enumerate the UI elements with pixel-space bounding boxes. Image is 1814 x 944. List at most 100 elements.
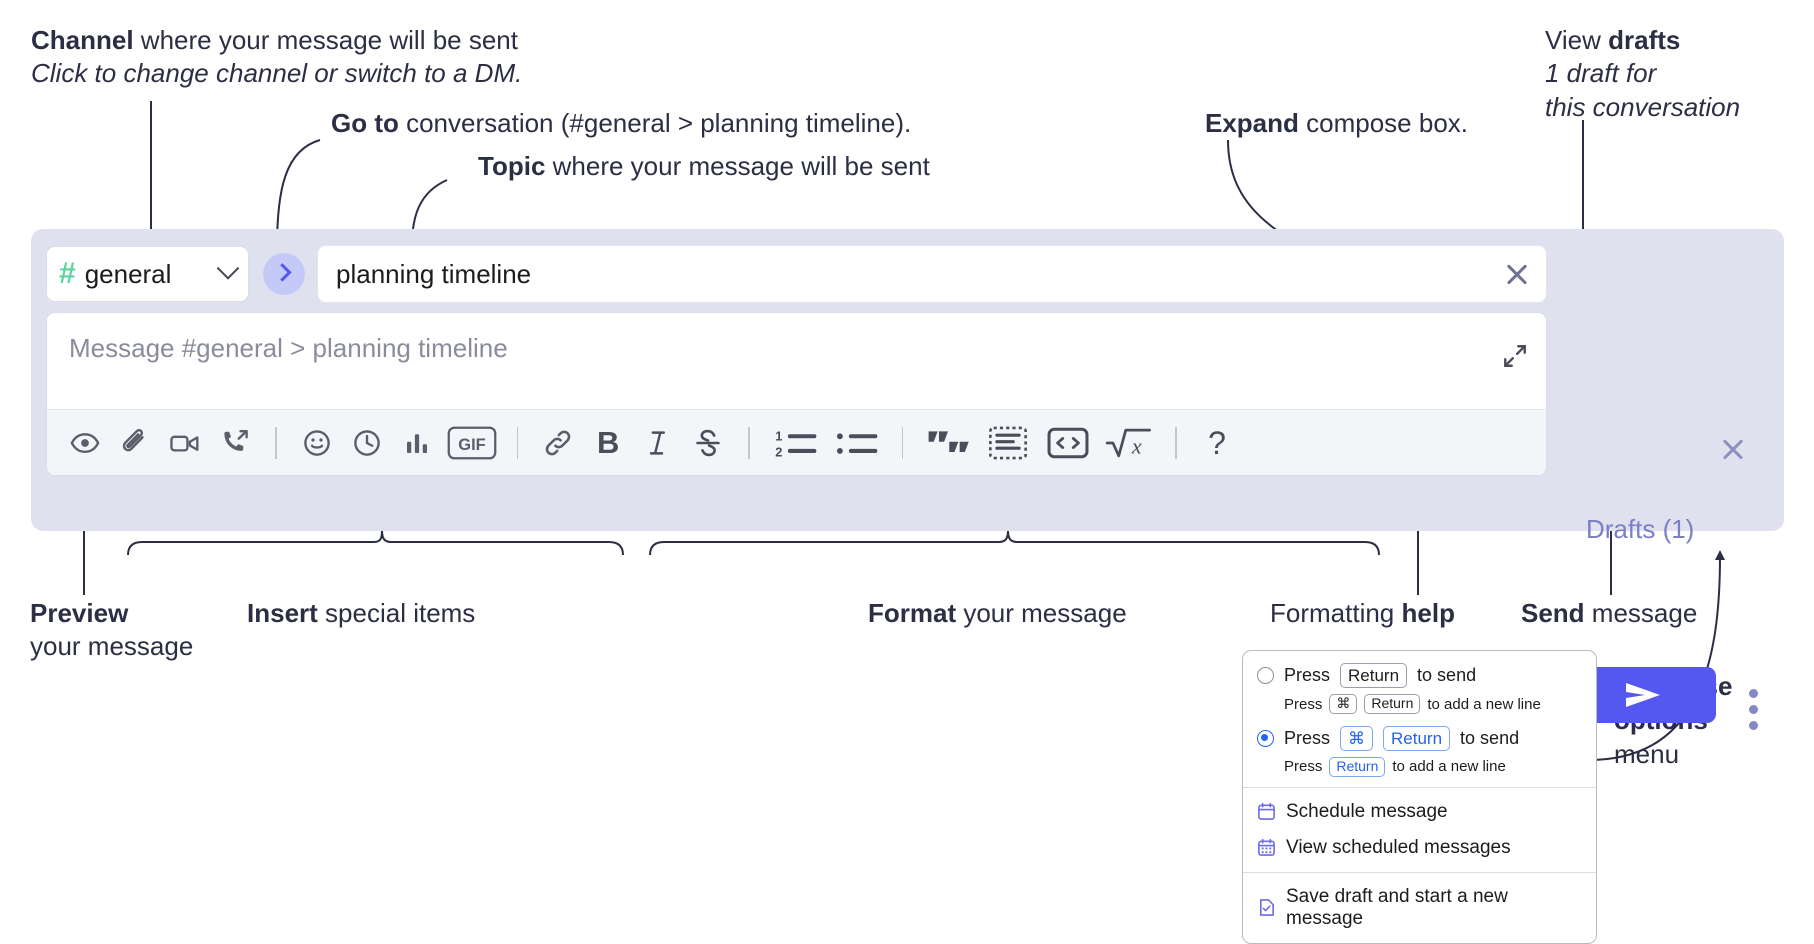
annotation-topic-rest: where your message will be sent	[545, 151, 930, 181]
attach-file-button[interactable]	[111, 419, 159, 467]
preview-button[interactable]	[61, 419, 109, 467]
video-clip-button[interactable]	[161, 419, 209, 467]
compose-header-row: # general planning timeline	[46, 245, 1547, 303]
annotation-drafts-italic2: this conversation	[1545, 91, 1741, 122]
menu-item-label: Schedule message	[1286, 800, 1448, 822]
drafts-link[interactable]: Drafts (1)	[1586, 514, 1695, 544]
math-button[interactable]: x	[1099, 419, 1159, 467]
code-block-button[interactable]	[979, 419, 1037, 467]
annotation-expand-bold: Expand	[1205, 108, 1299, 138]
radio-button[interactable]	[1257, 667, 1274, 685]
annotation-format: Format your message	[868, 597, 1127, 630]
svg-text:1: 1	[775, 428, 782, 443]
menu-item-schedule-message[interactable]: Schedule message	[1243, 794, 1596, 830]
svg-text:2: 2	[775, 444, 782, 459]
expand-icon[interactable]	[1502, 343, 1528, 369]
annotation-preview-rest: your message	[30, 631, 194, 662]
bold-icon: B	[596, 425, 620, 460]
message-placeholder: Message #general > planning timeline	[69, 333, 508, 363]
code-block-icon	[989, 426, 1028, 459]
radio-press-label: Press	[1284, 727, 1331, 748]
compose-options-menu-button[interactable]	[1749, 689, 1758, 737]
link-icon	[545, 430, 571, 455]
send-paper-plane-icon	[1626, 683, 1660, 707]
toolbar-divider	[901, 426, 904, 459]
annotation-topic-bold: Topic	[478, 151, 546, 181]
strikethrough-button[interactable]	[684, 419, 732, 467]
annotation-channel-rest: where your message will be sent	[133, 25, 518, 55]
annotation-channel-bold: Channel	[31, 25, 134, 55]
menu-item-view-scheduled[interactable]: View scheduled messages	[1243, 830, 1596, 866]
radio-action-label: to send	[1417, 665, 1477, 686]
emoji-button[interactable]	[293, 419, 341, 467]
key-command: ⌘	[1329, 694, 1358, 714]
radio-action-label: to send	[1460, 727, 1520, 748]
svg-text:x: x	[1131, 434, 1142, 458]
draft-group: Save draft and start a new message	[1243, 873, 1596, 943]
key-return: Return	[1340, 663, 1408, 689]
square-root-icon: x	[1106, 428, 1152, 458]
channel-selector[interactable]: # general	[46, 246, 249, 302]
send-shortcut-options: Press Return to send Press ⌘ Return to a…	[1243, 651, 1596, 787]
bullet-list-button[interactable]	[828, 419, 886, 467]
calendar-grid-icon	[1257, 838, 1276, 857]
message-input[interactable]: Message #general > planning timeline	[47, 313, 1546, 409]
kebab-dot	[1749, 721, 1758, 730]
compose-inner: # general planning timeline Message #gen…	[46, 245, 1547, 476]
gif-icon: GIF	[447, 426, 496, 459]
annotation-channel: Channel where your message will be sent …	[31, 24, 522, 91]
menu-item-label: View scheduled messages	[1286, 836, 1511, 858]
formatting-help-button[interactable]: ?	[1193, 419, 1241, 467]
close-icon	[1720, 436, 1746, 462]
radio-option-cmd-return[interactable]: Press ⌘ Return to send	[1257, 725, 1582, 751]
blockquote-icon	[928, 430, 970, 452]
sub-action-label: to add a new line	[1427, 695, 1541, 713]
reminder-button[interactable]	[343, 419, 391, 467]
gif-button[interactable]: GIF	[443, 419, 501, 467]
toolbar-divider	[1175, 426, 1177, 459]
radio-press-label: Press	[1284, 665, 1331, 686]
video-camera-icon	[170, 435, 199, 452]
annotation-goto: Go to conversation (#general > planning …	[331, 107, 911, 140]
radio-button[interactable]	[1257, 729, 1274, 747]
ordered-list-icon: 1 2	[775, 428, 817, 459]
italic-button[interactable]	[634, 419, 682, 467]
annotation-send: Send message	[1521, 597, 1697, 630]
annotation-preview: Preview your message	[30, 597, 193, 664]
file-check-icon	[1257, 898, 1276, 917]
schedule-group: Schedule message View schedule	[1243, 788, 1596, 872]
toolbar-divider	[275, 426, 277, 459]
phone-call-icon	[224, 429, 248, 451]
clear-topic-icon[interactable]	[1504, 261, 1530, 287]
menu-item-save-draft[interactable]: Save draft and start a new message	[1243, 879, 1596, 937]
annotation-channel-italic: Click to change channel or switch to a D…	[31, 58, 523, 89]
annotation-goto-rest: conversation (#general > planning timeli…	[398, 108, 912, 138]
message-box: Message #general > planning timeline	[46, 312, 1547, 476]
sub-press-label: Press	[1284, 758, 1323, 776]
sub-action-label: to add a new line	[1392, 758, 1506, 776]
bold-button[interactable]: B	[584, 419, 632, 467]
key-command: ⌘	[1340, 725, 1374, 751]
code-button[interactable]	[1039, 419, 1097, 467]
compose-panel: Drafts (1) # general	[31, 229, 1784, 730]
annotation-preview-bold: Preview	[30, 598, 129, 628]
poll-button[interactable]	[393, 419, 441, 467]
annotation-goto-bold: Go to	[331, 108, 399, 138]
annotation-send-bold: Send	[1521, 598, 1585, 628]
blockquote-button[interactable]	[919, 419, 977, 467]
call-button[interactable]	[211, 419, 259, 467]
radio-option-return[interactable]: Press Return to send	[1257, 663, 1582, 689]
annotation-help-bold: help	[1401, 598, 1455, 628]
ordered-list-button[interactable]: 1 2	[766, 419, 826, 467]
code-icon	[1047, 427, 1089, 458]
chevron-right-icon	[272, 262, 292, 282]
bullet-list-icon	[836, 432, 878, 454]
close-panel-button[interactable]	[1720, 436, 1746, 462]
goto-conversation-button[interactable]	[263, 253, 305, 295]
link-button[interactable]	[534, 419, 582, 467]
topic-input[interactable]: planning timeline	[317, 245, 1547, 303]
annotation-format-rest: your message	[956, 598, 1127, 628]
topic-value: planning timeline	[336, 258, 532, 289]
italic-icon	[650, 430, 666, 455]
smiley-icon	[303, 429, 330, 456]
